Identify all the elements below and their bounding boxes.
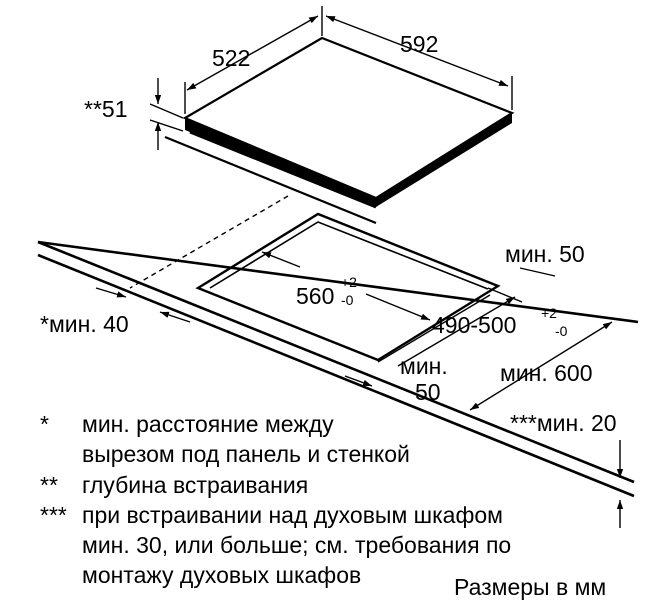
hob-bottom-left bbox=[189, 130, 377, 209]
cutout bbox=[129, 195, 523, 367]
label-560-tol-plus: +2 bbox=[341, 274, 357, 290]
label-592: 592 bbox=[400, 31, 438, 57]
worktop bbox=[37, 135, 639, 498]
note-2-marker: ** bbox=[40, 472, 58, 498]
dim-50-front-arrow bbox=[344, 375, 373, 387]
cutout-outer bbox=[195, 212, 501, 362]
cutout-inner-wall bbox=[209, 221, 489, 290]
note-3-line-3: монтажу духовых шкафов bbox=[82, 562, 361, 588]
label-min-600: мин. 600 bbox=[500, 360, 593, 386]
worktop-front-bottom-edge bbox=[37, 253, 635, 498]
label-490-tol-minus: -0 bbox=[555, 323, 568, 339]
worktop-rear-line bbox=[164, 135, 377, 225]
hob-front-edge bbox=[185, 118, 376, 207]
label-490-tol-plus: +2 bbox=[541, 305, 557, 321]
worktop-front-top-edge bbox=[37, 240, 635, 484]
label-522: 522 bbox=[212, 45, 250, 71]
dim-51-ext-top bbox=[149, 103, 184, 119]
label-560-tol-minus: -0 bbox=[341, 292, 354, 308]
label-51: **51 bbox=[84, 96, 127, 122]
note-3-line-2: мин. 30, или больше; см. требования по bbox=[82, 532, 511, 558]
dim-51-ext-bottom bbox=[149, 119, 184, 132]
hob-dimensions bbox=[149, 6, 513, 150]
dim-line-592 bbox=[325, 15, 509, 87]
dim-490-arrow bbox=[397, 296, 516, 367]
label-50-front: 50 bbox=[415, 379, 441, 405]
note-3-marker: *** bbox=[40, 502, 67, 528]
note-2-line-1: глубина встраивания bbox=[82, 472, 308, 498]
dim-line-522 bbox=[186, 15, 319, 91]
units-caption: Размеры в мм bbox=[454, 574, 606, 600]
label-min-40: *мин. 40 bbox=[40, 311, 129, 337]
dim-50-back-leader bbox=[519, 267, 556, 277]
dim-560-arrow-left bbox=[261, 251, 301, 268]
note-1-line-2: вырезом под панель и стенкой bbox=[82, 441, 410, 467]
dim-40-arrow-right bbox=[159, 311, 191, 323]
dim-40-arrow-left bbox=[95, 287, 127, 298]
note-1-line-1: мин. расстояние между bbox=[82, 411, 334, 437]
clearance-dimensions bbox=[95, 267, 624, 528]
hob bbox=[182, 36, 515, 209]
label-min-50-back: мин. 50 bbox=[505, 241, 585, 267]
dim-490-ext bbox=[487, 287, 523, 303]
label-min-front: мин. bbox=[400, 353, 448, 379]
hidden-line bbox=[129, 195, 289, 289]
note-1-marker: * bbox=[40, 411, 49, 437]
dim-560-arrow-right bbox=[365, 293, 431, 321]
dim-490-line bbox=[377, 294, 491, 363]
label-min-20: ***мин. 20 bbox=[510, 410, 617, 436]
label-490-500: 490-500 bbox=[432, 312, 516, 338]
worktop-back-edge bbox=[37, 240, 639, 324]
note-3-line-1: при встраивании над духовым шкафом bbox=[82, 502, 503, 528]
hob-side-edge bbox=[376, 113, 512, 207]
dim-600-line bbox=[469, 321, 613, 411]
label-560: 560 bbox=[296, 283, 334, 309]
footnotes: * мин. расстояние между вырезом под пане… bbox=[40, 411, 511, 588]
